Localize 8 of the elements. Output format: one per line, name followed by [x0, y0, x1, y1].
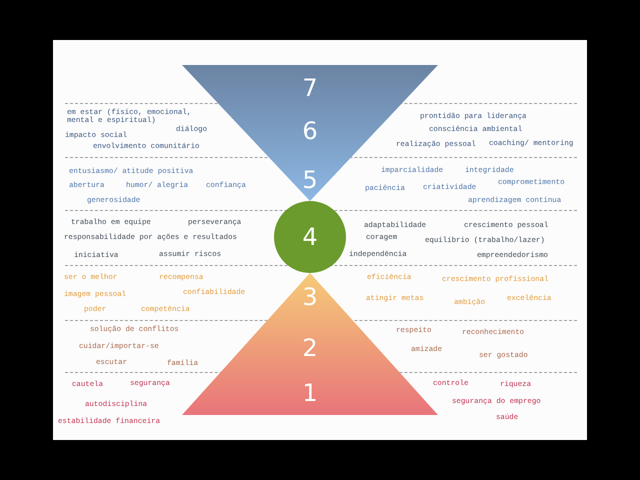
level-number: 7: [301, 75, 319, 101]
circle: [274, 201, 346, 273]
level-number: 4: [301, 224, 319, 250]
level-number: 2: [301, 335, 319, 361]
level-number: 3: [301, 284, 319, 310]
level-number: 6: [301, 118, 319, 144]
level-number: 1: [301, 380, 319, 406]
level-number: 5: [301, 167, 319, 193]
